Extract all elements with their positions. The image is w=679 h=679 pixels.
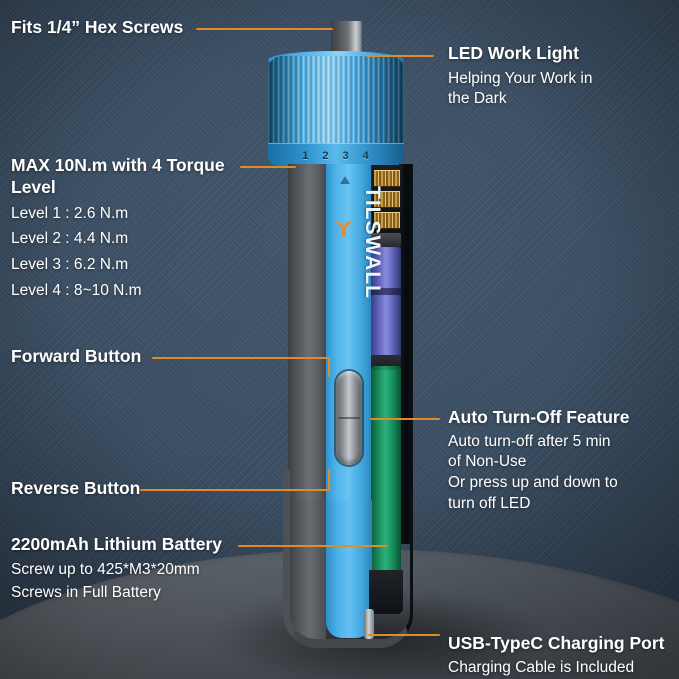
rocker-switch-divider	[338, 417, 360, 419]
callout-max-torque-title-line1: MAX 10N.m with 4 Torque	[11, 155, 225, 175]
brand-wordmark: TILSWALL	[361, 186, 384, 299]
leader-line-reverse-button	[140, 489, 330, 491]
brand-logo-icon	[335, 221, 353, 237]
leader-line-battery	[238, 545, 388, 547]
callout-line: the Dark	[448, 90, 507, 108]
callout-auto-turn-off: Auto Turn-Off Feature Auto turn-off afte…	[448, 407, 629, 514]
callout-line: Screws in Full Battery	[11, 584, 161, 602]
callout-max-torque-title-line2: Level	[11, 176, 56, 197]
callout-lithium-battery-title: 2200mAh Lithium Battery	[11, 534, 223, 554]
leader-line-auto-turn-off	[370, 418, 440, 420]
motor-band	[371, 288, 401, 295]
callout-led-work-light-body: Helping Your Work in the Dark	[448, 69, 592, 110]
gear-coil	[374, 191, 400, 208]
callout-lithium-battery: 2200mAh Lithium Battery Screw up to 425*…	[11, 534, 222, 604]
torque-level-scale: 1 2 3 4	[268, 148, 404, 164]
callout-max-torque: MAX 10N.m with 4 Torque Level Level 1 : …	[11, 155, 225, 301]
torque-level-line: Level 4 : 8~10 N.m	[11, 281, 142, 299]
callout-led-work-light-title: LED Work Light	[448, 43, 579, 63]
leader-line-hex-screws	[196, 28, 333, 30]
torque-level-2: 2	[322, 150, 330, 162]
leader-line-forward-button	[152, 357, 330, 359]
callout-hex-screws: Fits 1/4” Hex Screws	[11, 17, 183, 39]
charging-pcb	[369, 570, 403, 614]
torque-level-1: 1	[302, 150, 310, 162]
leader-line-usb-port	[368, 634, 440, 636]
handle-outer-shell	[283, 470, 413, 648]
gear-coil	[374, 212, 400, 229]
torque-level-line: Level 3 : 6.2 N.m	[11, 255, 129, 273]
callout-line: Helping Your Work in	[448, 69, 593, 87]
torque-collar-ring	[268, 143, 404, 166]
callout-led-work-light: LED Work Light Helping Your Work in the …	[448, 43, 592, 110]
device-body-blue-panel	[326, 164, 372, 544]
gearbox-cap	[371, 233, 401, 247]
gear-coil	[374, 170, 400, 187]
callout-line: of Non-Use	[448, 453, 527, 471]
callout-auto-turn-off-title: Auto Turn-Off Feature	[448, 407, 630, 427]
torque-collar-shading	[268, 56, 404, 156]
callout-max-torque-levels: Level 1 : 2.6 N.m Level 2 : 4.4 N.m Leve…	[11, 204, 225, 301]
callout-reverse-button-title: Reverse Button	[11, 478, 141, 498]
torque-level-line: Level 2 : 4.4 N.m	[11, 230, 129, 248]
callout-line: Screw up to 425*M3*20mm	[11, 560, 200, 578]
torque-level-3: 3	[342, 150, 350, 162]
callout-usb-typec: USB-TypeC Charging Port Charging Cable i…	[448, 633, 665, 678]
callout-reverse-button: Reverse Button	[11, 478, 140, 500]
callout-forward-button-title: Forward Button	[11, 346, 142, 366]
leader-line-forward-button-drop	[328, 357, 330, 377]
callout-hex-screws-title: Fits 1/4” Hex Screws	[11, 17, 184, 37]
leader-line-max-torque	[240, 166, 296, 168]
callout-forward-button: Forward Button	[11, 346, 141, 368]
device-cutaway-edge	[399, 164, 413, 544]
callout-auto-turn-off-body: Auto turn-off after 5 min of Non-Use Or …	[448, 432, 629, 514]
torque-collar-ribs	[268, 56, 404, 156]
callout-usb-typec-title: USB-TypeC Charging Port	[448, 633, 665, 653]
callout-line: turn off LED	[448, 494, 531, 512]
torque-collar	[268, 56, 404, 156]
usb-typec-port-icon	[364, 609, 374, 639]
motor-assembly	[371, 247, 401, 359]
torque-level-line: Level 1 : 2.6 N.m	[11, 204, 129, 222]
callout-usb-typec-body: Charging Cable is Included	[448, 658, 665, 679]
leader-line-led-light	[366, 55, 434, 57]
leader-line-reverse-button-rise	[328, 469, 330, 490]
torque-level-4: 4	[362, 150, 370, 162]
callout-line: Charging Cable is Included	[448, 658, 635, 676]
gearbox-assembly	[371, 165, 402, 233]
callout-line: Auto turn-off after 5 min	[448, 432, 611, 450]
callout-lithium-battery-body: Screw up to 425*M3*20mm Screws in Full B…	[11, 560, 222, 604]
callout-line: Or press up and down to	[448, 474, 618, 492]
torque-index-triangle-icon	[340, 176, 350, 184]
